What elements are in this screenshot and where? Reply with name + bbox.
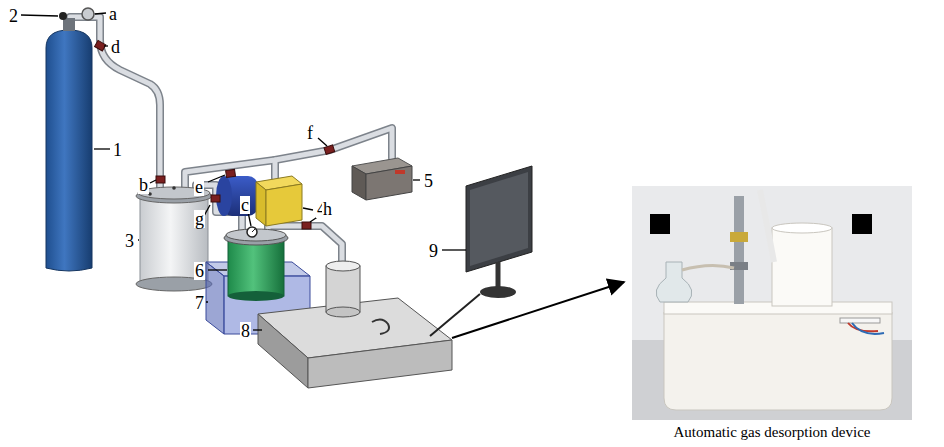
callout-label: a: [108, 5, 118, 23]
callout-label: f: [306, 124, 314, 142]
leader-line: [303, 208, 313, 210]
callout-label: 9: [428, 242, 439, 260]
computer-monitor: [470, 172, 528, 266]
callout-label: 2: [8, 7, 19, 25]
callout-label: 1: [112, 141, 123, 159]
leader-line: [208, 175, 225, 182]
callout-label: 8: [240, 322, 251, 340]
adsorption-vessel: [228, 291, 284, 301]
adsorption-vessel: [224, 227, 288, 301]
device-photo: [772, 223, 832, 233]
photo-caption: Automatic gas desorption device: [673, 424, 870, 441]
desorption-device: [372, 319, 389, 334]
callout-label: 3: [124, 232, 135, 250]
desorption-device: [258, 261, 452, 388]
valve: [226, 169, 236, 177]
buffer-tank: [140, 196, 208, 284]
pointer-arrow: [452, 282, 624, 338]
computer-monitor: [466, 166, 532, 272]
leader-line: [21, 13, 466, 330]
adsorption-vessel: [228, 240, 284, 296]
callout-label: 5: [423, 172, 434, 190]
leader-line: [208, 269, 227, 270]
desorption-device: [258, 314, 308, 388]
device-photo: [852, 323, 884, 334]
valve: [211, 195, 220, 202]
device-photo: [840, 318, 880, 323]
leader-line: [413, 179, 420, 180]
desorption-device: [326, 261, 360, 271]
vacuum-pump: [216, 176, 302, 226]
pressure-box: [395, 170, 405, 174]
desorption-device: [326, 266, 360, 312]
device-photo: [664, 312, 892, 410]
buffer-tank: [172, 186, 176, 190]
device-photo: [632, 186, 912, 420]
callout-label: d: [110, 38, 121, 56]
device-photo: [682, 265, 734, 270]
device-photo: [734, 196, 744, 304]
gas-cylinder: [82, 8, 94, 20]
buffer-tank: [136, 186, 212, 291]
device-photo: [632, 186, 912, 420]
device-photo: [772, 228, 832, 306]
adsorption-vessel: [252, 229, 255, 232]
water-bath: [206, 262, 224, 334]
pressure-box: [352, 166, 366, 200]
computer-monitor: [480, 286, 516, 298]
device-photo: [760, 190, 774, 262]
leader-line: [138, 239, 139, 240]
leader-line: [150, 180, 156, 183]
callout-label: 7: [194, 294, 205, 312]
device-photo: [852, 214, 872, 234]
computer-monitor: [430, 166, 532, 336]
callout-label: e: [194, 178, 204, 196]
vacuum-pump: [266, 184, 302, 226]
leader-line: [104, 45, 108, 46]
device-photo: [650, 214, 670, 234]
leader-line: [21, 15, 58, 16]
gas-cylinder: [59, 12, 67, 20]
pressure-box: [366, 166, 412, 200]
leader-line: [94, 148, 110, 149]
gas-cylinder: [46, 8, 94, 271]
leader-line: [95, 13, 106, 14]
pipe: [70, 17, 392, 262]
pipe: [70, 17, 392, 262]
valve: [156, 176, 165, 183]
desorption-device: [308, 340, 452, 388]
computer-monitor: [430, 294, 480, 336]
pipe: [70, 17, 392, 262]
gas-cylinder: [63, 18, 75, 31]
callout-label: b: [138, 176, 149, 194]
callout-label: 6: [194, 262, 205, 280]
valve: [302, 222, 311, 229]
valve: [324, 145, 335, 154]
desorption-device: [326, 307, 360, 317]
computer-monitor: [496, 262, 501, 290]
device-photo: [730, 232, 748, 242]
leader-line: [442, 249, 466, 250]
gas-cylinder: [46, 30, 92, 271]
leader-line: [318, 138, 327, 146]
leader-line: [248, 212, 251, 226]
leader-line: [206, 301, 208, 302]
vacuum-pump: [256, 182, 266, 226]
callout-label: g: [194, 210, 205, 228]
valve: [95, 40, 335, 229]
callout-label: c: [240, 196, 250, 214]
pipe: [273, 160, 278, 178]
callout-label: h: [322, 200, 333, 218]
pressure-box: [352, 158, 412, 200]
adsorption-vessel: [247, 227, 257, 237]
leader-line: [253, 329, 262, 330]
